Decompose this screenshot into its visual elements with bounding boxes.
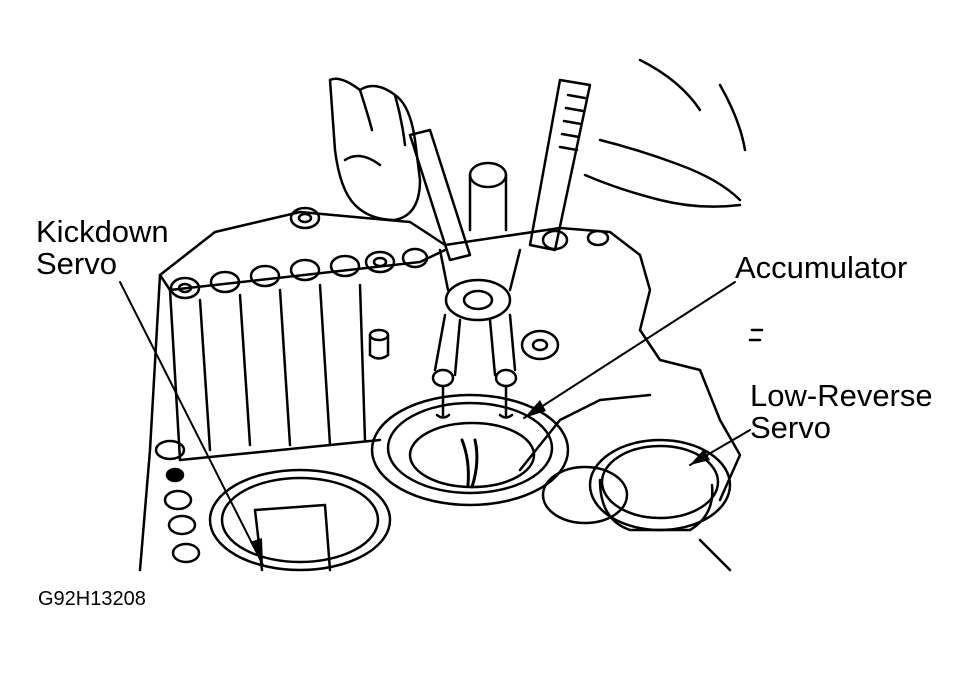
snap-ring-pliers-icon: [408, 78, 592, 419]
leader-lines: [119, 281, 751, 566]
kickdown-servo-label: Kickdown Servo: [36, 216, 169, 280]
low-reverse-label-line1: Low-Reverse: [750, 378, 933, 413]
kickdown-label-line2: Servo: [36, 246, 117, 281]
low-reverse-servo-bore: [541, 438, 732, 532]
accumulator-label-text: Accumulator: [735, 250, 908, 285]
kickdown-leader: [119, 281, 264, 566]
accumulator-label: Accumulator: [735, 252, 907, 284]
figure-id: G92H13208: [38, 588, 146, 610]
kickdown-servo-bore: [208, 468, 392, 572]
arrowheads: [250, 400, 710, 565]
accumulator-bore: [370, 393, 570, 507]
low-reverse-servo-label: Low-Reverse Servo: [750, 380, 933, 444]
hand-icon: [328, 58, 747, 222]
transmission-case: [138, 206, 764, 572]
accumulator-leader: [523, 281, 736, 419]
kickdown-label-line1: Kickdown: [36, 214, 169, 249]
low-reverse-label-line2: Servo: [750, 410, 831, 445]
